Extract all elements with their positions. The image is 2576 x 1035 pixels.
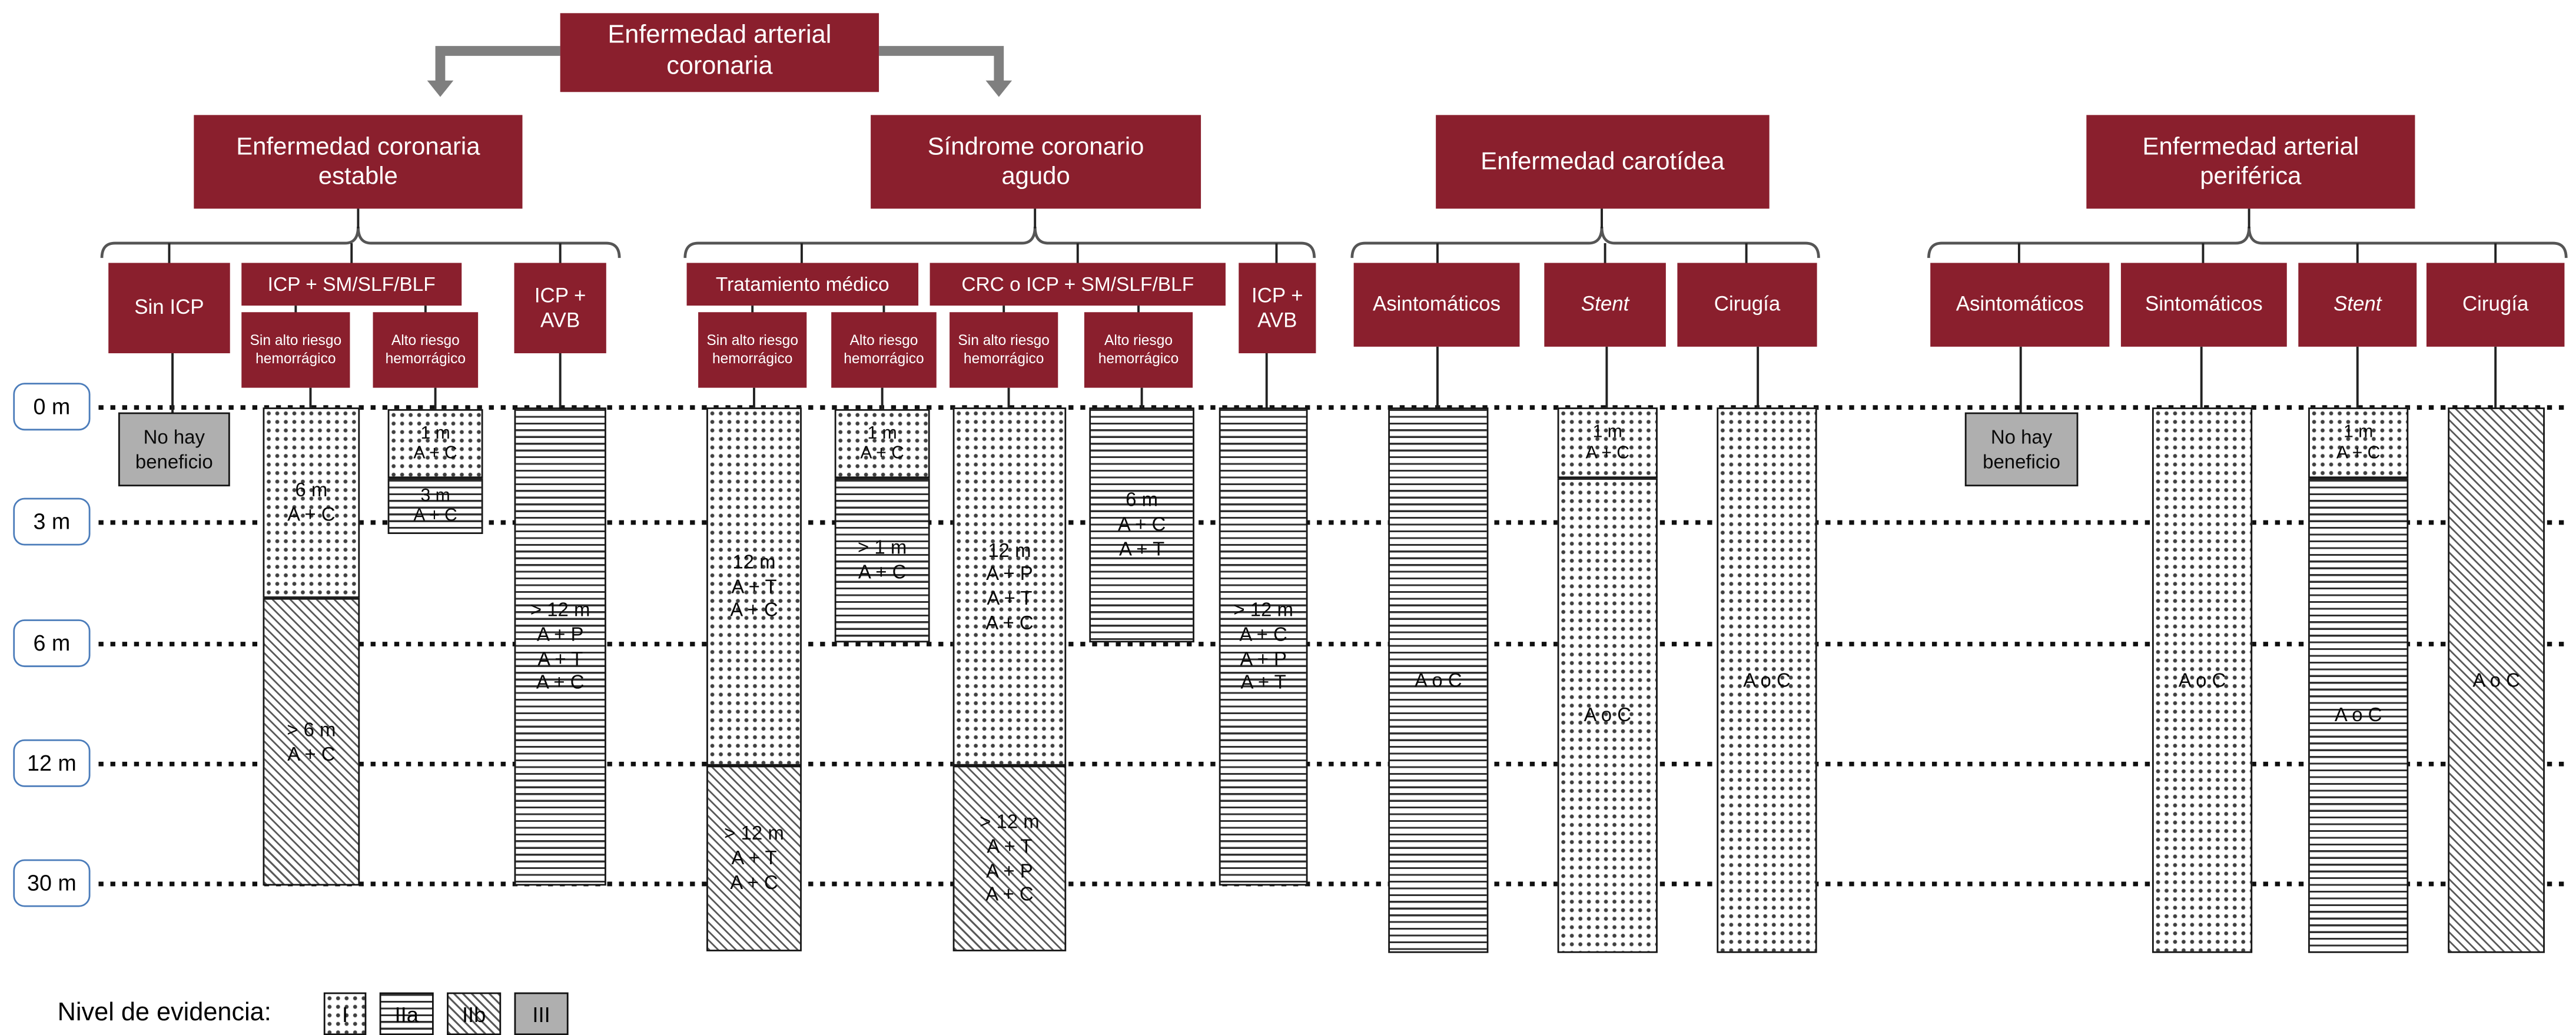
subheader-carotidea-asintomaticos: Asintomáticos [1353,263,1520,347]
gridlines [98,405,2568,887]
column-estable-norisk-6m: 6 m A + C [263,407,360,598]
legend-level-I: I [323,992,367,1035]
root-box-enfermedad-arterial-coronaria: Enfermedad arterial coronaria [560,13,879,92]
column-estable-sin-icp-no-benefit: No hay beneficio [118,412,230,487]
column-periferica-cirugia: A o C [2448,407,2545,953]
column-estable-highrisk-1m: 1 m A + C [387,409,483,479]
subheader-periferica-asintomaticos: Asintomáticos [1930,263,2110,347]
subheader-sin-icp: Sin ICP [108,263,230,354]
time-label-0m: 0 m [13,383,91,431]
column-periferica-asintomaticos-no-benefit: No hay beneficio [1964,412,2079,487]
subheader-crc-o-icp-sm-slf-blf: CRC o ICP + SM/SLF/BLF [930,263,1226,306]
legend-level-IIb: IIb [447,992,502,1035]
subheader-carotidea-stent: Stent [1544,263,1666,347]
column-estable-norisk-gt6m: > 6 m A + C [263,598,360,886]
risk-box-estable-alto-riesgo: Alto riesgo hemorrágico [373,312,479,388]
column-estable-icp-avb: > 12 m A + P A + T A + C [514,407,606,886]
subheader-periferica-stent: Stent [2298,263,2417,347]
column-carotidea-stent-1m: 1 m A + C [1557,407,1658,479]
column-sca-crc-norisk-12m: 12 m A + P A + T A + C [952,407,1067,766]
arrow-down-right-icon [985,80,1013,97]
arrow-down-left-icon [427,80,454,97]
subheader-sca-icp-avb: ICP + AVB [1239,263,1316,354]
column-periferica-stent-aoc: A o C [2308,478,2409,953]
subheader-carotidea-cirugia: Cirugía [1677,263,1817,347]
column-sca-crc-highrisk-6m: 6 m A + C A + T [1089,407,1194,643]
column-periferica-sintomaticos: A o C [2152,407,2253,953]
column-carotidea-cirugia: A o C [1717,407,1817,953]
column-sca-tratmed-norisk-gt12m: > 12 m A + T A + C [706,765,802,951]
time-label-3m: 3 m [13,497,91,546]
column-sca-crc-norisk-gt12m: > 12 m A + T A + P A + C [952,765,1067,951]
subheader-periferica-sintomaticos: Sintomáticos [2120,263,2287,347]
column-estable-highrisk-3m: 3 m A + C [387,478,483,535]
risk-box-tratmed-alto-riesgo: Alto riesgo hemorrágico [831,312,937,388]
time-label-6m: 6 m [13,619,91,668]
connector-lines [168,208,2497,414]
risk-box-tratmed-sin-alto-riesgo: Sin alto riesgo hemorrágico [698,312,807,388]
column-carotidea-asintomaticos: A o C [1388,407,1489,953]
legend-title: Nivel de evidencia: [57,998,271,1027]
column-sca-tratmed-highrisk-gt1m: > 1 m A + C [834,478,930,643]
risk-box-crc-alto-riesgo: Alto riesgo hemorrágico [1084,312,1193,388]
subheader-periferica-cirugia: Cirugía [2426,263,2565,347]
root-arrows [427,46,1013,97]
subheader-estable-icp-avb: ICP + AVB [514,263,606,354]
column-sca-tratmed-norisk-12m: 12 m A + T A + C [706,407,802,766]
time-label-30m: 30 m [13,859,91,907]
risk-box-estable-sin-alto-riesgo: Sin alto riesgo hemorrágico [241,312,350,388]
category-enfermedad-carotidea: Enfermedad carotídea [1436,115,1770,209]
time-label-12m: 12 m [13,739,91,787]
legend-level-III: III [514,992,569,1035]
subheader-icp-sm-slf-blf: ICP + SM/SLF/BLF [241,263,462,306]
column-sca-icp-avb: > 12 m A + C A + P A + T [1219,407,1308,886]
braces [100,227,2568,258]
column-sca-tratmed-highrisk-1m: 1 m A + C [834,409,930,479]
category-sindrome-coronario-agudo: Síndrome coronario agudo [871,115,1201,209]
category-enfermedad-coronaria-estable: Enfermedad coronaria estable [194,115,523,209]
column-carotidea-stent-aoc: A o C [1557,478,1658,953]
subheader-tratamiento-medico: Tratamiento médico [686,263,919,306]
category-enfermedad-arterial-periferica: Enfermedad arterial periférica [2086,115,2415,209]
column-periferica-stent-1m: 1 m A + C [2308,407,2409,479]
risk-box-crc-sin-alto-riesgo: Sin alto riesgo hemorrágico [950,312,1058,388]
legend-level-IIa: IIa [379,992,434,1035]
